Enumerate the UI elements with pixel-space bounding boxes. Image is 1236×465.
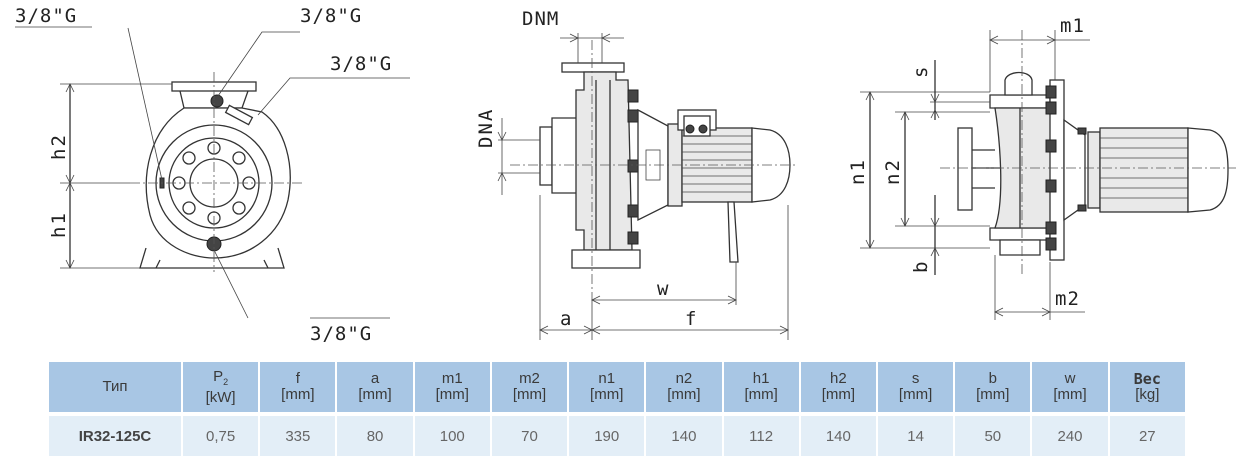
dim-label-dnm: DNM bbox=[522, 8, 559, 30]
thread-label-mid-right: 3/8"G bbox=[330, 53, 392, 75]
dim-label-h1: h1 bbox=[48, 211, 70, 238]
header-a: a[mm] bbox=[336, 362, 415, 414]
thread-label-top-left: 3/8"G bbox=[15, 5, 77, 27]
table-row: IR32-125C 0,75 335 80 100 70 190 140 112… bbox=[49, 412, 1188, 456]
thread-label-bottom: 3/8"G bbox=[310, 323, 372, 345]
dim-label-a: a bbox=[560, 308, 572, 330]
dim-label-w: w bbox=[657, 278, 669, 300]
cell-model: IR32-125C bbox=[49, 412, 183, 456]
header-h1: h1[mm] bbox=[722, 362, 801, 414]
header-n2: n2[mm] bbox=[645, 362, 724, 414]
header-w: w[mm] bbox=[1031, 362, 1110, 414]
cell-n2: 140 bbox=[645, 412, 724, 456]
dim-label-m1: m1 bbox=[1060, 15, 1085, 37]
cell-b: 50 bbox=[954, 412, 1033, 456]
dim-label-s: s bbox=[910, 65, 932, 78]
dim-label-n2: n2 bbox=[882, 158, 904, 185]
header-m2: m2[mm] bbox=[490, 362, 570, 414]
dim-label-f: f bbox=[685, 308, 697, 330]
header-type: Тип bbox=[49, 362, 183, 414]
dim-label-b: b bbox=[910, 260, 932, 273]
dim-label-dna: DNA bbox=[475, 108, 497, 148]
header-h2: h2[mm] bbox=[799, 362, 878, 414]
header-b: b[mm] bbox=[954, 362, 1033, 414]
cell-f: 335 bbox=[259, 412, 338, 456]
cell-m1: 100 bbox=[413, 412, 492, 456]
pump-spec-table: Тип P2[kW] f[mm] a[mm] m1[mm] m2[mm] n1[… bbox=[49, 362, 1188, 456]
header-m1: m1[mm] bbox=[413, 362, 492, 414]
header-weight: Вес[kg] bbox=[1108, 362, 1188, 414]
thread-label-top-right: 3/8"G bbox=[300, 5, 362, 27]
cell-h1: 112 bbox=[722, 412, 801, 456]
cell-weight: 27 bbox=[1108, 412, 1188, 456]
cell-h2: 140 bbox=[799, 412, 878, 456]
cell-n1: 190 bbox=[568, 412, 647, 456]
dim-label-n1: n1 bbox=[847, 158, 869, 185]
dim-label-h2: h2 bbox=[48, 133, 70, 160]
pump-front-view bbox=[15, 26, 410, 319]
pump-side-view bbox=[497, 33, 795, 340]
dim-label-m2: m2 bbox=[1055, 288, 1080, 310]
spec-table-header-row: Тип P2[kW] f[mm] a[mm] m1[mm] m2[mm] n1[… bbox=[49, 362, 1188, 414]
cell-s: 14 bbox=[876, 412, 956, 456]
cell-w: 240 bbox=[1031, 412, 1110, 456]
cell-m2: 70 bbox=[490, 412, 570, 456]
header-s: s[mm] bbox=[876, 362, 956, 414]
pump-dimension-drawing: 3/8"G 3/8"G 3/8"G 3/8"G h2 h1 bbox=[15, 5, 1236, 345]
pump-top-view bbox=[860, 30, 1236, 320]
header-n1: n1[mm] bbox=[568, 362, 647, 414]
header-f: f[mm] bbox=[259, 362, 338, 414]
cell-a: 80 bbox=[336, 412, 415, 456]
cell-p2: 0,75 bbox=[182, 412, 261, 456]
header-p2: P2[kW] bbox=[182, 362, 261, 414]
